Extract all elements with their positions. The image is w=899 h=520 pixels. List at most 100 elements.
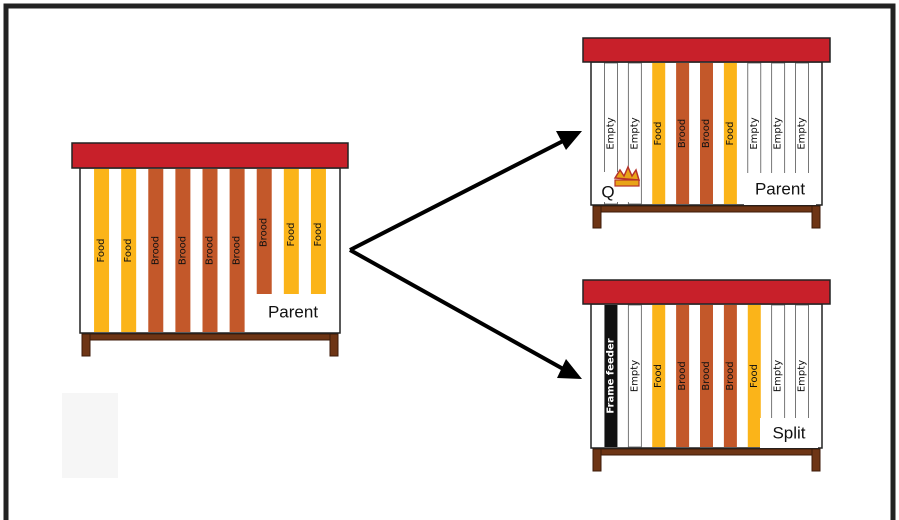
frame-bar <box>148 169 164 332</box>
frame-label: Brood <box>177 236 188 265</box>
frame-label: Empty <box>773 360 784 392</box>
frame-label: Food <box>123 239 134 263</box>
frame-label: Brood <box>259 218 270 247</box>
crown-band <box>614 179 640 187</box>
frame-brood: Brood <box>256 169 272 296</box>
stand-leg-right <box>811 205 821 229</box>
arrow-head-parent <box>556 131 582 150</box>
frame-bar <box>229 169 245 332</box>
frame-label: Brood <box>205 236 216 265</box>
frame-label: Empty <box>773 117 784 149</box>
frame-label: Brood <box>701 361 712 390</box>
hive-tag: Parent <box>268 303 318 322</box>
arrow-to-parent <box>349 138 566 252</box>
split-arrows <box>349 131 582 379</box>
arrow-head-split <box>557 359 582 379</box>
hive-roof <box>71 142 349 169</box>
frame-label: Food <box>313 223 324 247</box>
frame-label: Empty <box>797 117 808 149</box>
frame-empty: Empty <box>747 62 762 205</box>
frame-brood: Brood <box>700 305 713 447</box>
frame-bar <box>700 305 713 447</box>
stand-leg-left <box>592 448 602 472</box>
frame-bar <box>604 305 618 447</box>
stand-leg-right <box>329 333 339 357</box>
frame-food: Food <box>652 63 666 204</box>
hive-stand <box>592 448 821 472</box>
stand-leg-left <box>592 205 602 229</box>
frame-label: Food <box>653 364 664 388</box>
frame-label: Frame feeder <box>605 338 616 413</box>
frame-brood: Brood <box>676 305 690 447</box>
frame-label: Empty <box>749 117 760 149</box>
frame-brood: Brood <box>175 169 191 332</box>
frame-empty: Empty <box>771 62 786 205</box>
frame-label: Empty <box>629 360 640 392</box>
frame-bar <box>310 169 326 300</box>
crown-icon <box>613 165 641 181</box>
frame-empty: Empty <box>627 62 642 205</box>
hive-stand <box>81 333 339 357</box>
frame-bar <box>723 63 737 204</box>
frame-label: Brood <box>232 236 243 265</box>
frame-brood: Brood <box>202 169 218 332</box>
figure-border <box>3 3 896 520</box>
frame-bar <box>652 63 666 204</box>
frame-bar <box>652 305 666 447</box>
frame-brood: Brood <box>676 63 690 204</box>
hive-tag: Split <box>772 424 805 443</box>
frame-bar <box>747 305 761 447</box>
stand-bar <box>81 333 339 341</box>
hive-roof <box>582 279 831 305</box>
frame-label: Brood <box>677 361 688 390</box>
frame-empty: Empty <box>604 62 618 205</box>
frame-bar <box>202 169 218 332</box>
hive-tag: Parent <box>755 180 805 199</box>
frame-label: Brood <box>701 119 712 148</box>
frame-food: Food <box>652 305 666 447</box>
frame-label: Brood <box>725 361 736 390</box>
queen-label: Q <box>601 183 614 202</box>
frame-label: Food <box>653 122 664 146</box>
frame-label: Brood <box>150 236 161 265</box>
hive-split: Frame feeder Empty Food Brood Brood Brood Food… <box>582 279 831 472</box>
frame-food: Food <box>723 63 737 204</box>
frame-food: Food <box>94 169 110 332</box>
frame-label: Food <box>96 239 107 263</box>
arrow-to-split <box>349 248 566 372</box>
hive-tag-box <box>744 173 816 205</box>
frame-food: Food <box>747 305 761 447</box>
frame-bar <box>627 304 642 448</box>
frame-food: Food <box>121 169 137 332</box>
queen-marker: Q <box>600 165 641 202</box>
frame-label: Food <box>286 223 297 247</box>
frame-brood: Brood <box>700 63 713 204</box>
frame-bar <box>121 169 137 332</box>
frame-brood: Brood <box>229 169 245 332</box>
frame-bar <box>676 63 690 204</box>
stand-leg-left <box>81 333 91 357</box>
frame-bar <box>627 62 642 205</box>
hive-stand <box>592 205 821 229</box>
frame-bar <box>94 169 110 332</box>
hive-tag-box <box>760 418 818 448</box>
frame-bar <box>700 63 713 204</box>
frame-label: Empty <box>605 117 616 149</box>
hive-tag-box <box>252 294 334 330</box>
frame-label: Food <box>725 122 736 146</box>
stand-bar <box>592 448 821 456</box>
frame-bar <box>283 169 299 300</box>
stand-leg-right <box>811 448 821 472</box>
frame-label: Empty <box>629 117 640 149</box>
frame-bar <box>175 169 191 332</box>
blank-square <box>62 393 118 478</box>
frame-bar <box>604 62 618 205</box>
hive-parent-after: Empty Empty Food Brood Brood Food Empty Empty Em… <box>582 37 831 229</box>
stand-bar <box>592 205 821 213</box>
frame-label: Brood <box>677 119 688 148</box>
frame-bar <box>256 169 272 296</box>
frame-food: Food <box>310 169 326 300</box>
